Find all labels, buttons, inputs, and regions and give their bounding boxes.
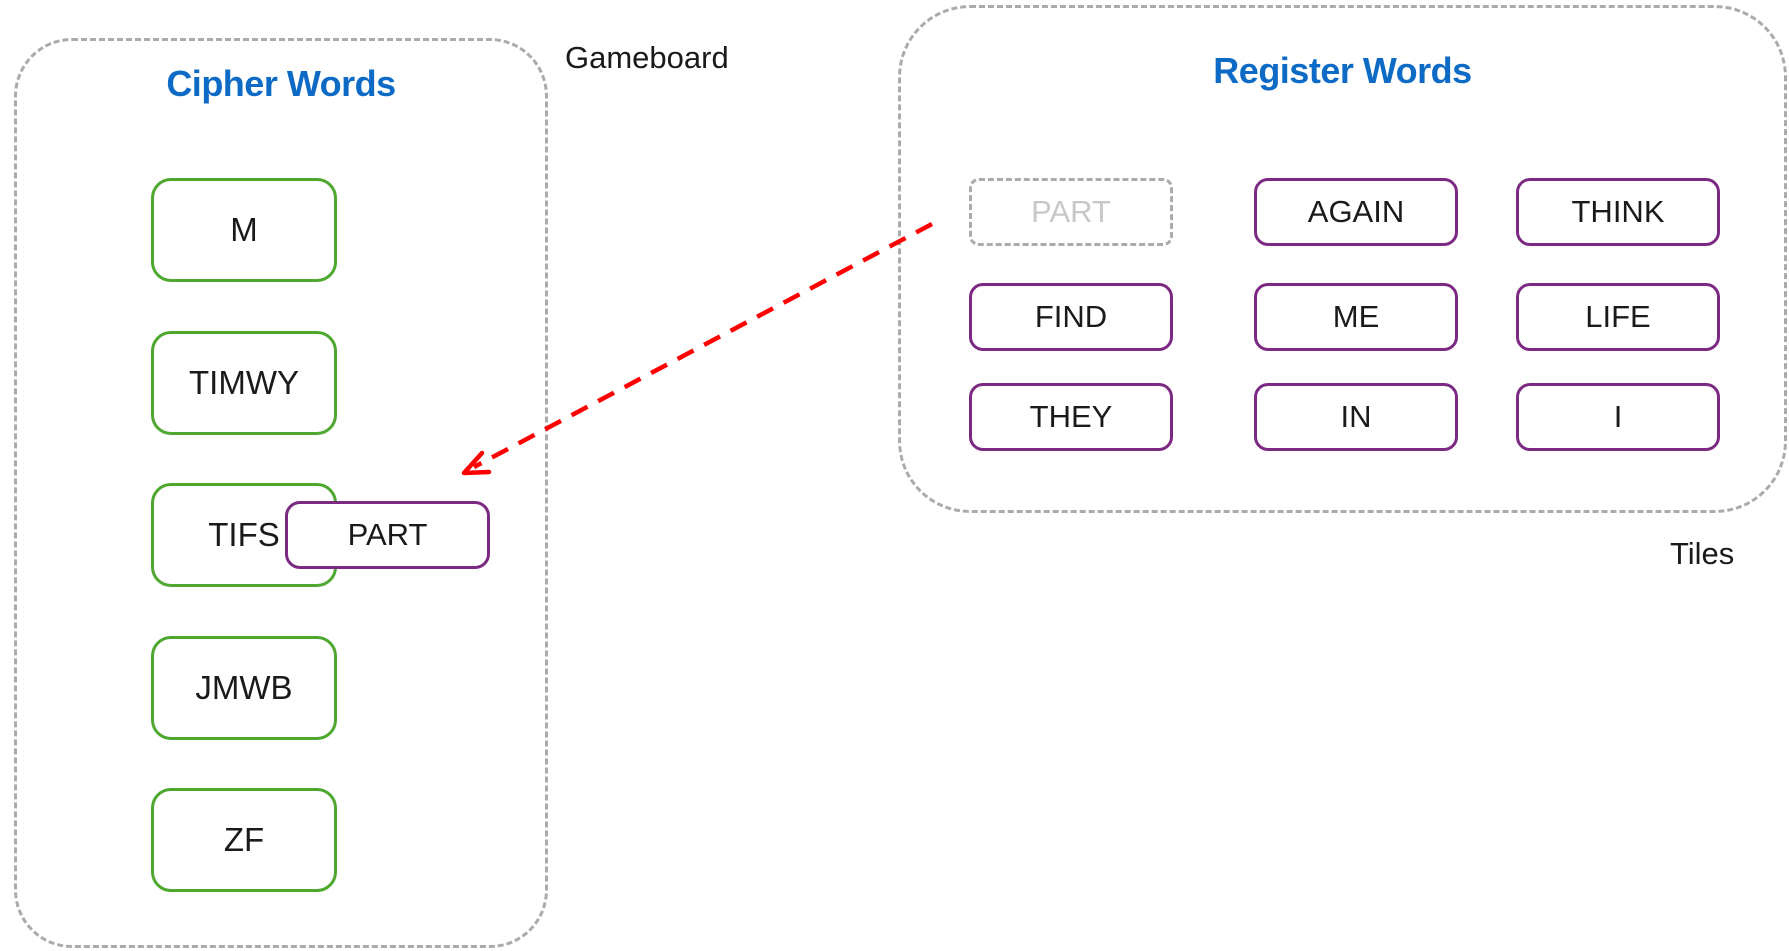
cipher-word-box[interactable]: ZF — [151, 788, 337, 892]
tile-they[interactable]: THEY — [969, 383, 1173, 451]
register-words-title: Register Words — [1213, 50, 1472, 91]
tile-think[interactable]: THINK — [1516, 178, 1720, 246]
tile-me[interactable]: ME — [1254, 283, 1458, 351]
tile-again[interactable]: AGAIN — [1254, 178, 1458, 246]
tile-find[interactable]: FIND — [969, 283, 1173, 351]
cipher-words-title: Cipher Words — [166, 63, 396, 104]
gameboard-panel: Cipher Words M TIMWY TIFS JMWB ZF PART — [14, 38, 548, 948]
cipher-word-box[interactable]: TIMWY — [151, 331, 337, 435]
tile-i[interactable]: I — [1516, 383, 1720, 451]
placed-tile-part[interactable]: PART — [285, 501, 490, 569]
empty-tile-slot-part: PART — [969, 178, 1173, 246]
tiles-label: Tiles — [1670, 536, 1735, 571]
cipher-word-box[interactable]: M — [151, 178, 337, 282]
tile-life[interactable]: LIFE — [1516, 283, 1720, 351]
cipher-word-box[interactable]: JMWB — [151, 636, 337, 740]
register-words-panel: Register Words PART AGAIN THINK FIND ME … — [898, 5, 1787, 513]
gameboard-label: Gameboard — [565, 40, 729, 75]
tile-in[interactable]: IN — [1254, 383, 1458, 451]
